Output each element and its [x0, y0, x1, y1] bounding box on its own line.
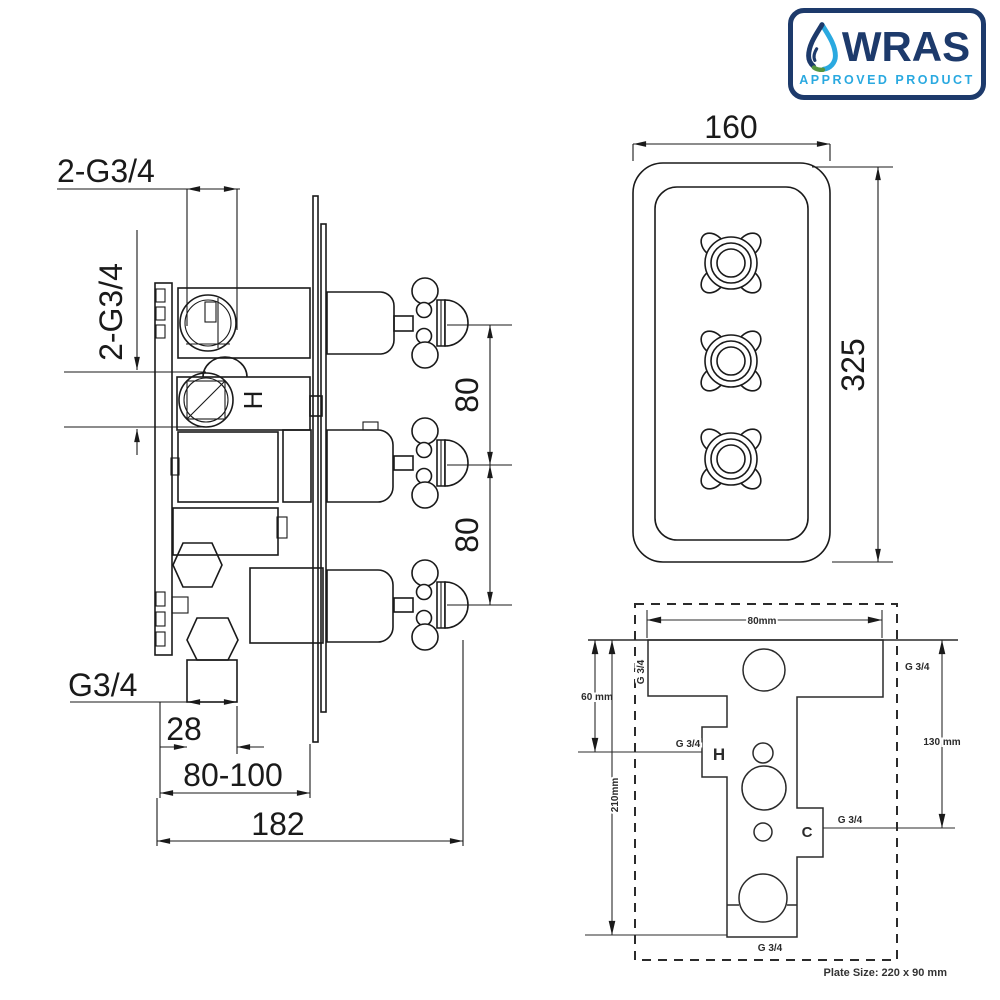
port-bottom-circle [738, 873, 788, 923]
mounting-bracket [154, 282, 173, 656]
screw-hole-upper [752, 742, 774, 764]
dim-left-ports-label: 2-G3/4 [93, 263, 129, 361]
thread-top-left-label: G 3/4 [636, 659, 647, 684]
dim-overall-label: 182 [251, 806, 304, 842]
faceplate-inner-panel [654, 186, 809, 541]
dim-top-width-label: 80mm [748, 616, 777, 627]
wras-badge: WRAS APPROVED PRODUCT [788, 8, 986, 100]
dim-overall-height-label: 210mm [610, 778, 621, 813]
valve-body-footprint [647, 639, 884, 938]
port-middle-circle [741, 765, 787, 811]
plate-size-note: Plate Size: 220 x 90 mm [823, 967, 947, 979]
thread-top-right-label: G 3/4 [905, 662, 930, 673]
dim-spacing-upper-label: 80 [449, 377, 485, 413]
handle-side-top [411, 277, 469, 369]
port-top-circle [742, 648, 786, 692]
cross-handle-top [700, 232, 762, 294]
dim-depth-range-label: 80-100 [183, 757, 283, 793]
wras-subtitle: APPROVED PRODUCT [799, 72, 975, 87]
wall-plate-edge [312, 195, 327, 743]
cold-marker: C [802, 824, 813, 841]
dim-width-label: 160 [704, 109, 757, 145]
wras-title: WRAS [841, 22, 971, 70]
thread-bottom-label: G 3/4 [758, 943, 783, 954]
front-view-dimensions: 160 325 [632, 109, 893, 563]
dim-right-label: 130 mm [923, 737, 960, 748]
screw-hole-lower [753, 822, 773, 842]
middle-valve-assembly: H [170, 356, 469, 509]
dim-top-ports-label: 2-G3/4 [57, 153, 155, 189]
thread-hot-label: G 3/4 [676, 739, 701, 750]
hot-marker: H [713, 745, 725, 764]
plate-dashed-outline [634, 603, 898, 961]
outlet-thread-label: G3/4 [68, 667, 137, 703]
water-drop-icon [805, 21, 838, 72]
thread-cold-label: G 3/4 [838, 815, 863, 826]
dim-upper-left-label: 60 mm [581, 692, 613, 703]
side-view-dimensions: 2-G3/4 2-G3/4 G3/4 28 80-100 [57, 153, 512, 846]
cross-handle-middle [700, 330, 762, 392]
dim-height-label: 325 [835, 338, 871, 391]
faceplate-outline [632, 162, 831, 563]
dim-spacing-lower-label: 80 [449, 517, 485, 553]
handle-side-middle [411, 417, 469, 509]
template-dimensions: 80mm 60 mm 210mm 130 mm G 3/4 G 3/4 G 3/… [578, 610, 963, 979]
cross-handle-bottom [700, 428, 762, 490]
dim-outlet-width-label: 28 [166, 711, 202, 747]
hot-marker-label: H [238, 391, 268, 410]
top-valve-assembly [177, 277, 469, 369]
